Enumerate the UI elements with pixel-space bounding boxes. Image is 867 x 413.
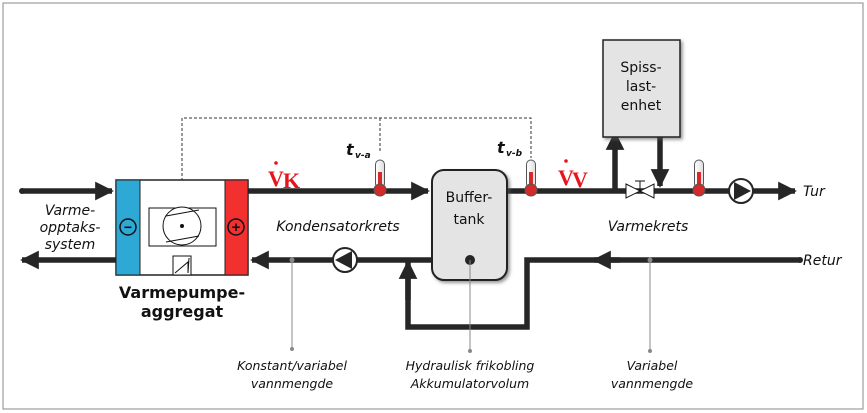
thermometer-icon [373,159,387,197]
svg-text:V: V [558,165,574,190]
heating-circuit-label: Varmekrets [608,219,689,235]
source-label: Varme- [45,203,95,219]
heating-pump-icon [728,178,754,204]
heat-pump-title-2: aggregat [141,302,224,321]
thermometer-icon [692,159,706,197]
svg-text:t: t [497,138,506,157]
buffer-tank-label-2: tank [453,212,485,228]
temp-label-vb: t v-b [497,138,523,159]
svg-text:−: − [124,219,132,235]
condenser-pump-icon [332,247,358,273]
peak-load-label-2: last- [626,79,656,95]
valve-icon [625,180,655,199]
source-label-2: opptaks- [40,220,101,236]
peak-load-unit [602,39,681,138]
svg-text:+: + [232,219,241,236]
heat-pump-unit: − + [115,179,249,276]
source-label-3: system [45,237,96,253]
thermometer-icon [524,159,538,197]
annotation-condenser-flow: Konstant/variabel [237,358,347,373]
condenser [224,179,249,276]
annotation-heating-flow-2: vannmengde [611,376,694,391]
heating-flow-label: V V [558,159,588,192]
return-label: Retur [803,253,843,269]
heat-pump-title: Varmepumpe- [119,283,245,302]
svg-text:v-b: v-b [506,149,523,159]
condenser-flow-label: V K [268,161,300,193]
annotation-condenser-flow-2: vannmengde [251,376,334,391]
annotation-leaders [291,260,651,350]
peak-load-label: Spiss- [620,60,661,76]
svg-text:t: t [346,140,355,159]
annotation-tank: Hydraulisk frikobling [406,358,535,373]
buffer-tank-label: Buffer- [446,190,493,206]
peak-load-label-3: enhet [621,98,662,114]
condenser-circuit-label: Kondensatorkrets [276,219,399,235]
annotation-tank-2: Akkumulatorvolum [410,376,530,391]
svg-text:K: K [283,168,300,193]
annotation-heating-flow: Variabel [627,358,678,373]
expansion-valve-icon [172,255,192,276]
control-signal-lines [181,117,532,226]
svg-text:V: V [268,166,284,191]
svg-text:V: V [572,167,588,192]
supply-label: Tur [803,184,826,200]
svg-text:v-a: v-a [355,151,371,161]
compressor-icon [162,206,202,246]
temp-label-va: t v-a [346,140,371,161]
minus-icon [119,218,137,236]
plus-icon [227,218,245,236]
